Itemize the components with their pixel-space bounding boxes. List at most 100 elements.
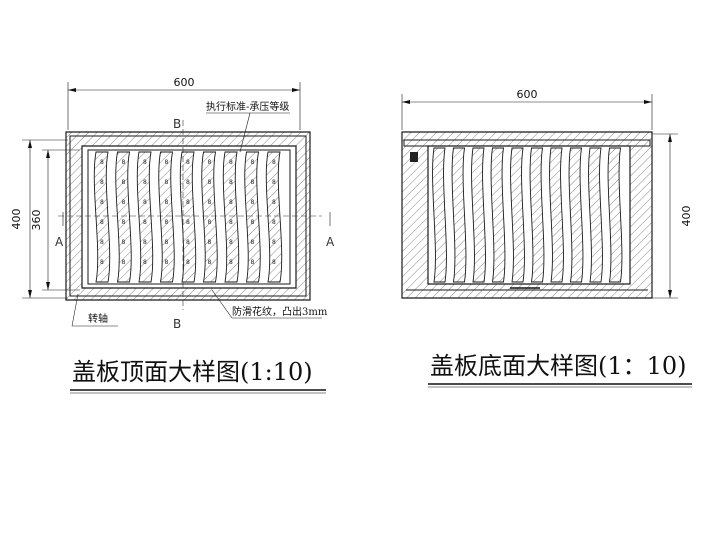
top-view-height-dimension: 400 360 — [10, 139, 80, 299]
anti-slip-bump: 8 — [229, 239, 233, 246]
anti-slip-bump: 8 — [143, 159, 147, 166]
anti-slip-bump: 8 — [186, 179, 190, 186]
anti-slip-bump: 8 — [165, 179, 169, 186]
section-b-line: B B — [173, 117, 184, 331]
anti-slip-bump: 8 — [208, 159, 212, 166]
anti-slip-bump: 8 — [208, 219, 212, 226]
anti-slip-bump: 8 — [143, 199, 147, 206]
anti-slip-bump: 8 — [165, 199, 169, 206]
anti-slip-bump: 8 — [122, 219, 126, 226]
top-grate-bar — [201, 151, 218, 283]
bottom-view-grate-bars — [432, 147, 623, 283]
anti-slip-bump: 8 — [186, 259, 190, 266]
anti-slip-bump: 8 — [165, 159, 169, 166]
top-view-height-inner-label: 360 — [30, 210, 43, 231]
top-grate-bar — [222, 151, 240, 283]
bottom-grate-bar — [549, 147, 564, 283]
anti-slip-bump: 8 — [208, 179, 212, 186]
bottom-grate-bar — [607, 147, 623, 283]
anti-slip-bump: 8 — [186, 239, 190, 246]
top-view-height-outer-label: 400 — [10, 209, 23, 230]
top-grate-bar — [93, 151, 111, 283]
note-standard: 执行标准-承压等级 — [206, 100, 289, 113]
anti-slip-bump: 8 — [229, 199, 233, 206]
anti-slip-bump: 8 — [229, 259, 233, 266]
anti-slip-bump: 8 — [251, 219, 255, 226]
anti-slip-bump: 8 — [143, 259, 147, 266]
bottom-view-width-label: 600 — [517, 88, 538, 101]
anti-slip-bump: 8 — [208, 239, 212, 246]
anti-slip-bump: 8 — [122, 239, 126, 246]
anti-slip-bump: 8 — [229, 179, 233, 186]
anti-slip-bump: 8 — [272, 199, 276, 206]
top-grate-bar — [244, 151, 261, 283]
anti-slip-bump: 8 — [100, 259, 104, 266]
anti-slip-bump: 8 — [122, 199, 126, 206]
anti-slip-bump: 8 — [272, 159, 276, 166]
top-view-notes: 执行标准-承压等级 防滑花纹，凸出3mm 转轴 — [71, 100, 328, 327]
anti-slip-bump: 8 — [100, 239, 104, 246]
bottom-grate-bar — [471, 147, 486, 283]
section-b-top-label: B — [173, 117, 181, 131]
anti-slip-bump: 8 — [251, 259, 255, 266]
anti-slip-bump: 8 — [143, 239, 147, 246]
anti-slip-bump: 8 — [272, 179, 276, 186]
bottom-grate-bar — [432, 147, 447, 283]
section-b-bottom-label: B — [173, 317, 181, 331]
top-view-grate-bars: 8 8 8 8 8 8 8 8 8 8 8 8 8 8 8 8 8 8 8 8 8 8 8 8 8 8 8 8 8 8 8 8 8 8 8 8 8 8 8 8… — [93, 151, 283, 283]
bottom-view-frame — [401, 131, 653, 299]
bottom-view-title: 盖板底面大样图(1：10) — [430, 352, 687, 380]
anti-slip-bump: 8 — [186, 159, 190, 166]
anti-slip-bump: 8 — [122, 259, 126, 266]
top-grate-bar — [115, 151, 132, 283]
anti-slip-bump: 8 — [165, 239, 169, 246]
anti-slip-bump: 8 — [251, 239, 255, 246]
bottom-view-drawing: 600 400 盖板底面大样图(1：10) — [401, 88, 693, 388]
top-grate-bar — [179, 151, 197, 283]
anti-slip-bump: 8 — [251, 179, 255, 186]
bottom-view-height-label: 400 — [680, 206, 693, 227]
anti-slip-bump: 8 — [100, 179, 104, 186]
top-grate-bar — [265, 151, 283, 283]
anti-slip-bump: 8 — [100, 219, 104, 226]
anti-slip-bump: 8 — [208, 199, 212, 206]
note-hinge: 转轴 — [88, 312, 108, 325]
top-grate-bar — [136, 151, 154, 283]
anti-slip-bump: 8 — [165, 219, 169, 226]
bottom-grate-bar — [451, 147, 467, 283]
top-view-width-label: 600 — [174, 76, 195, 89]
anti-slip-bump: 8 — [208, 259, 212, 266]
anti-slip-bump: 8 — [251, 159, 255, 166]
anti-slip-bump: 8 — [186, 219, 190, 226]
anti-slip-bump: 8 — [229, 159, 233, 166]
section-a-left-label: A — [55, 235, 64, 249]
anti-slip-bump: 8 — [165, 259, 169, 266]
anti-slip-bump: 8 — [272, 239, 276, 246]
bottom-grate-bar — [588, 147, 603, 283]
bottom-grate-bar — [568, 147, 584, 283]
anti-slip-bump: 8 — [100, 199, 104, 206]
anti-slip-bump: 8 — [229, 219, 233, 226]
top-view-width-dimension: 600 — [67, 76, 301, 130]
anti-slip-bump: 8 — [272, 259, 276, 266]
anti-slip-bump: 8 — [186, 199, 190, 206]
bottom-grate-bar — [490, 147, 506, 283]
bottom-view-width-dimension: 600 — [401, 88, 653, 130]
top-view-drawing: 600 400 360 8888888888888888888888888888… — [10, 76, 335, 394]
anti-slip-bump: 8 — [143, 219, 147, 226]
top-view-title: 盖板顶面大样图(1:10) — [72, 358, 313, 386]
section-a-right-label: A — [326, 235, 335, 249]
section-a-line: A A — [55, 212, 335, 249]
bottom-grate-bar — [529, 147, 545, 283]
anti-slip-bump: 8 — [272, 219, 276, 226]
top-view-frame — [65, 131, 311, 301]
anti-slip-bump: 8 — [100, 159, 104, 166]
bottom-grate-bar — [510, 147, 525, 283]
bottom-view-height-dimension: 400 — [652, 133, 693, 299]
anti-slip-bump: 8 — [122, 179, 126, 186]
note-pattern: 防滑花纹，凸出3mm — [232, 305, 328, 318]
top-grate-bar — [158, 151, 175, 283]
anti-slip-bump: 8 — [143, 179, 147, 186]
anti-slip-bump: 8 — [251, 199, 255, 206]
